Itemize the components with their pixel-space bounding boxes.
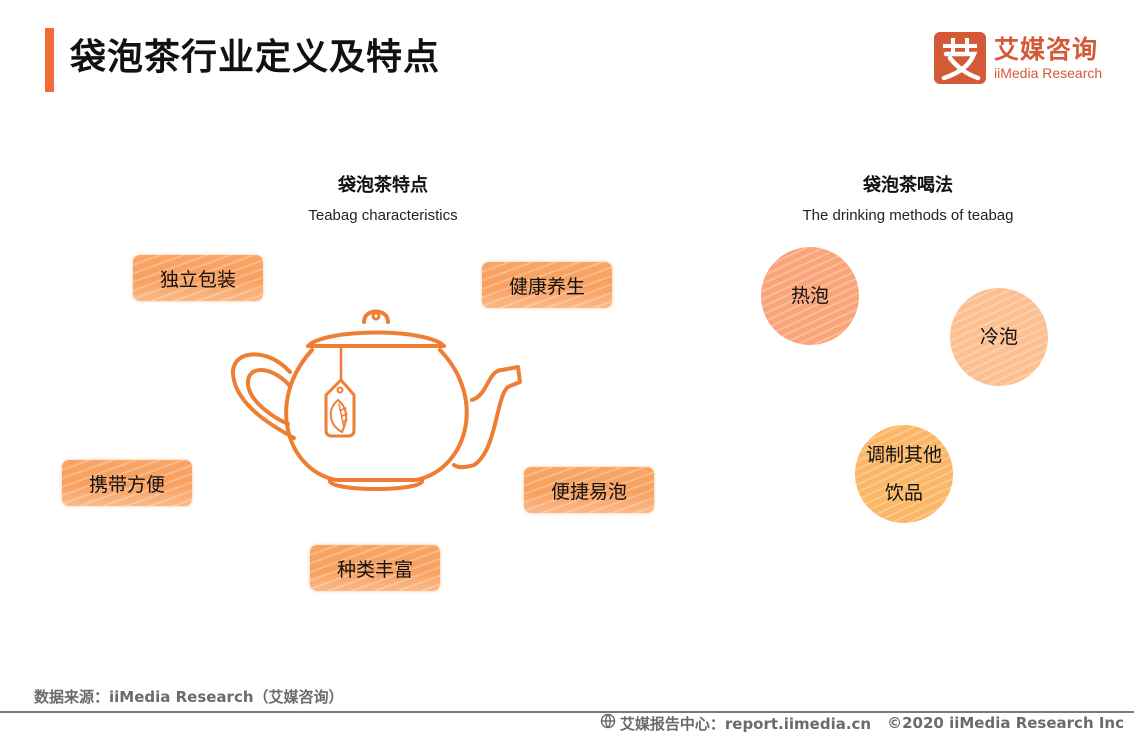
method-hot-brew-label: 热泡 <box>790 285 829 307</box>
title-accent-bar <box>45 28 54 92</box>
logo-mark-icon <box>934 32 986 84</box>
logo-name-cn: 艾媒咨询 <box>994 35 1099 64</box>
drinking-methods-heading: 袋泡茶喝法 The drinking methods of teabag <box>768 173 1048 224</box>
characteristics-title-cn: 袋泡茶特点 <box>338 175 428 196</box>
method-mixed-drinks-line1: 调制其他 <box>865 444 942 466</box>
method-cold-brew-label: 冷泡 <box>979 326 1018 348</box>
data-source-note: 数据来源：iiMedia Research（艾媒咨询） <box>34 688 344 706</box>
method-mixed-drinks: 调制其他 饮品 <box>855 425 953 523</box>
drinking-methods-title-cn: 袋泡茶喝法 <box>863 175 953 196</box>
tag-independent-packaging: 独立包装 <box>133 255 263 301</box>
globe-icon <box>600 713 616 733</box>
method-cold-brew: 冷泡 <box>950 288 1048 386</box>
footer: 艾媒报告中心：report.iimedia.cn ©2020 iiMedia R… <box>600 713 1124 733</box>
brand-logo: 艾媒咨询 iiMedia Research <box>934 32 1102 84</box>
teapot-with-teabag-icon <box>226 300 526 504</box>
copyright: ©2020 iiMedia Research Inc <box>887 714 1124 732</box>
drinking-methods-title-en: The drinking methods of teabag <box>802 207 1014 224</box>
tag-easy-brew: 便捷易泡 <box>524 467 654 513</box>
logo-name-en: iiMedia Research <box>994 65 1103 81</box>
footer-divider <box>0 711 1134 713</box>
tag-variety: 种类丰富 <box>310 545 440 591</box>
page-title: 袋泡茶行业定义及特点 <box>70 37 441 78</box>
method-mixed-drinks-line2: 饮品 <box>884 482 923 504</box>
tag-portable: 携带方便 <box>62 460 192 506</box>
tag-health: 健康养生 <box>482 262 612 308</box>
report-center-link[interactable]: 艾媒报告中心：report.iimedia.cn <box>619 714 872 733</box>
characteristics-title-en: Teabag characteristics <box>308 207 458 224</box>
characteristics-heading: 袋泡茶特点 Teabag characteristics <box>283 173 483 224</box>
method-hot-brew: 热泡 <box>761 247 859 345</box>
